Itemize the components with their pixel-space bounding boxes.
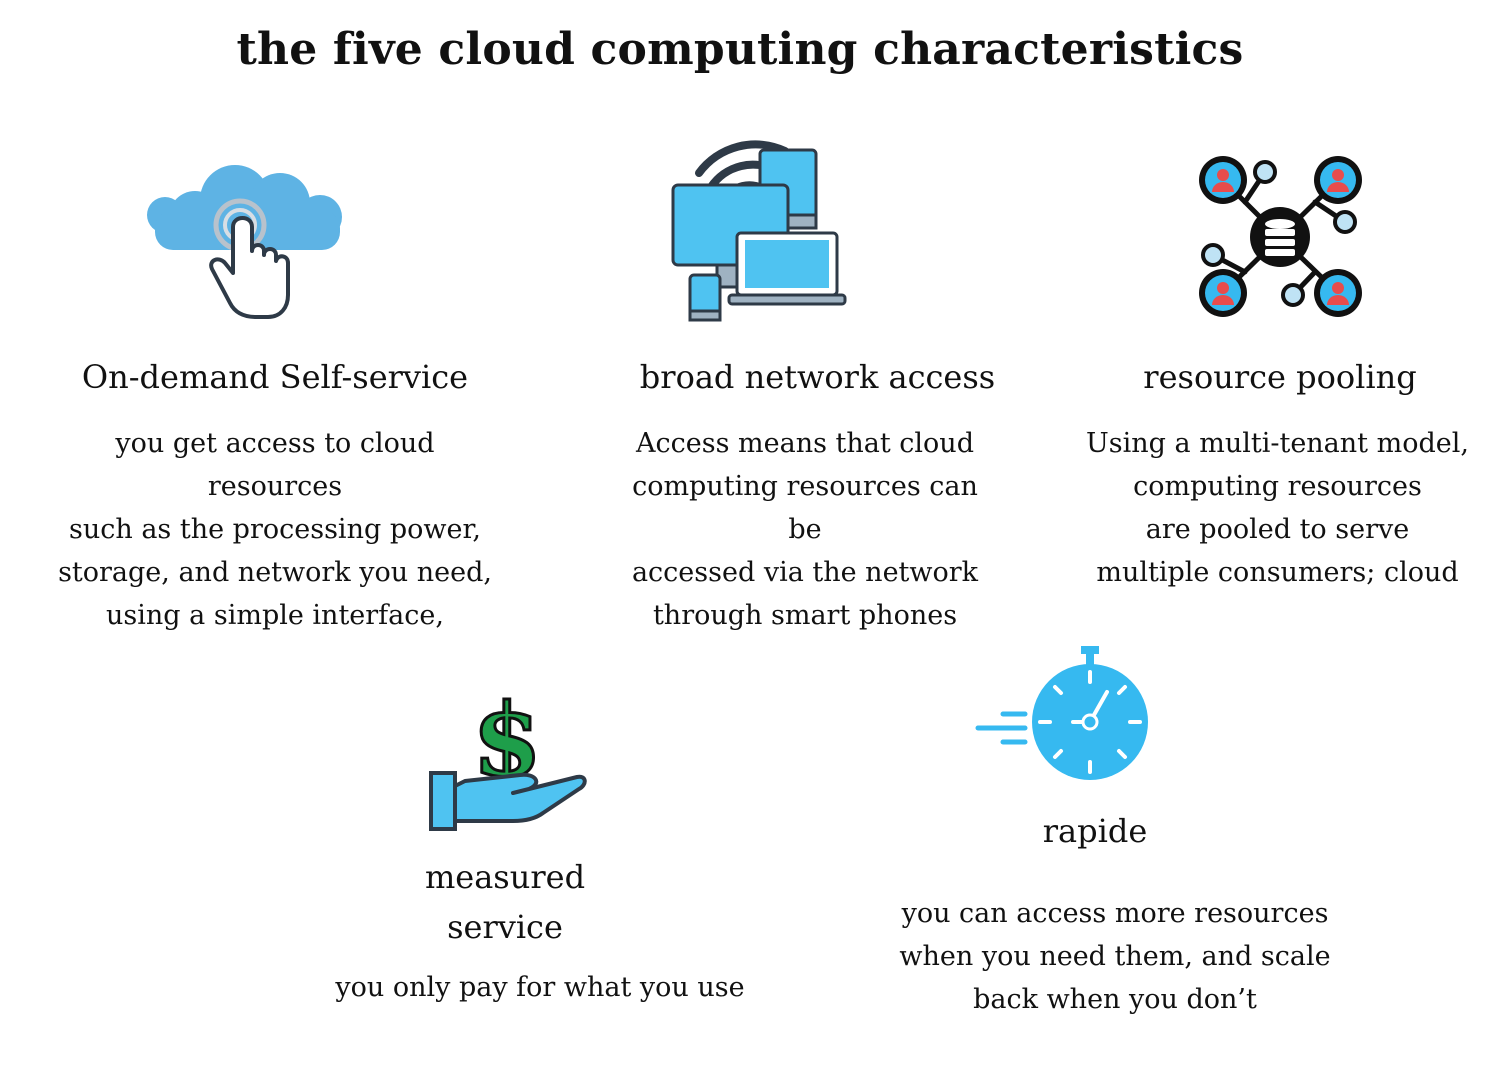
database-network-icon <box>1199 156 1362 317</box>
cloud-touch-icon <box>147 165 342 319</box>
page-title: the five cloud computing characteristics <box>236 24 1244 75</box>
fast-stopwatch-icon <box>975 646 1148 780</box>
heading-on-demand: On-demand Self-service <box>81 358 469 396</box>
description-resource-pooling: Using a multi-tenant model, computing re… <box>1086 428 1469 588</box>
heading-broad-network: broad network access <box>639 358 996 396</box>
description-measured-service: you only pay for what you use <box>335 972 745 1003</box>
heading-rapide: rapide <box>1042 812 1148 850</box>
description-rapide: you can access more resources when you n… <box>899 898 1331 1015</box>
description-on-demand: you get access to cloud resources such a… <box>58 428 492 631</box>
heading-resource-pooling: resource pooling <box>1143 358 1417 396</box>
description-broad-network: Access means that cloud computing resour… <box>631 428 979 631</box>
hand-dollar-icon: $ <box>429 685 587 831</box>
heading-measured-service: measured service <box>424 858 586 946</box>
multi-device-wifi-icon <box>671 140 847 322</box>
